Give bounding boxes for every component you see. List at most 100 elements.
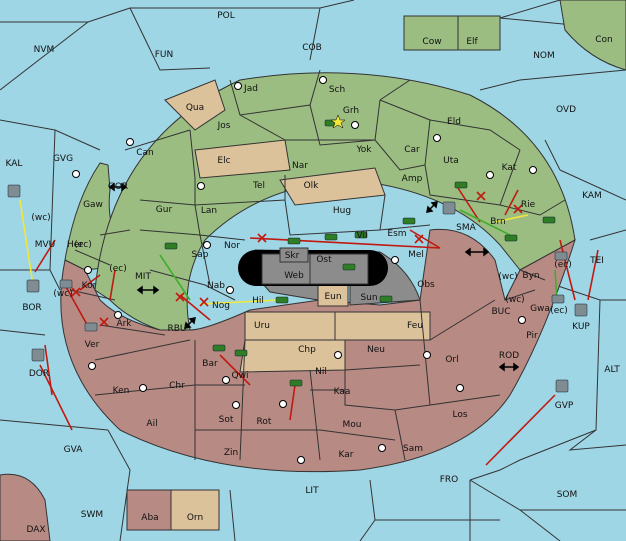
- land-label-kat: Kat: [502, 163, 517, 173]
- orders: [19, 187, 599, 466]
- land-label-obs: Obs: [417, 280, 435, 290]
- sea-label-sma: SMA: [456, 223, 476, 233]
- land-label-hug: Hug: [333, 206, 351, 216]
- coast-tag-wc: (wc): [53, 289, 72, 299]
- sea-label-nom: NOM: [533, 51, 555, 61]
- region-hel[interactable]: [457, 15, 501, 51]
- sea-label-cow: Cow: [422, 37, 441, 47]
- coast-tag-wc: (wc): [505, 295, 524, 305]
- sea-label-kam: KAM: [582, 191, 602, 201]
- land-label-orl: Orl: [445, 355, 458, 365]
- sea-label-elf: Elf: [466, 37, 478, 47]
- land-label-sun: Sun: [360, 293, 377, 303]
- land-label-grh: Grh: [343, 106, 359, 116]
- sea-label-kal: KAL: [6, 159, 23, 169]
- region-elc[interactable]: [194, 139, 291, 179]
- land-label-qwi: Qwi: [232, 371, 249, 381]
- land-label-sap: Sap: [192, 250, 209, 260]
- land-label-feu: Feu: [407, 321, 423, 331]
- sea-label-fun: FUN: [155, 50, 174, 60]
- sea-label-kup: KUP: [572, 322, 590, 332]
- land-label-vil: Vil: [357, 231, 368, 241]
- region-aba[interactable]: [126, 489, 172, 531]
- sea-label-hel: Hel: [0, 0, 7, 3]
- region-orn[interactable]: [170, 489, 220, 531]
- coast-tag-wc: (wc): [498, 272, 517, 282]
- coast-tag-ec: (ec): [550, 306, 568, 316]
- region-skr[interactable]: [279, 247, 309, 263]
- land-label-eld: Eld: [447, 117, 461, 127]
- land-label-hil: Hil: [252, 296, 264, 306]
- sea-label-rbu: RBU: [167, 324, 186, 334]
- region-chp[interactable]: [239, 339, 346, 373]
- units: [7, 119, 588, 393]
- land-label-car: Car: [404, 145, 420, 155]
- land-label-gaw: Gaw: [83, 200, 103, 210]
- land-label-skr: Skr: [285, 251, 300, 261]
- land-label-sot: Sot: [219, 415, 234, 425]
- coast-tag-wc: (wc): [31, 213, 50, 223]
- sea-label-gva: GVA: [64, 445, 84, 455]
- sea-label-buc: BUC: [491, 307, 510, 317]
- ring-green: [94, 72, 576, 331]
- sea-label-pol: POL: [217, 11, 235, 21]
- land-label-bar: Bar: [202, 359, 218, 369]
- sea-label-som: SOM: [557, 490, 578, 500]
- land-label-kor: Kor: [82, 281, 97, 291]
- land-label-brn: Brn: [490, 217, 505, 227]
- land-label-mou: Mou: [343, 420, 362, 430]
- land-label-tel: Tel: [252, 181, 265, 191]
- land-label-web: Web: [284, 271, 304, 281]
- sea-label-tei: TEI: [589, 256, 604, 266]
- land-label-rie: Rie: [521, 200, 536, 210]
- region-elf[interactable]: [403, 15, 459, 51]
- region-qua[interactable]: [164, 79, 226, 131]
- region-cow[interactable]: [0, 473, 51, 541]
- sea-label-con: Con: [595, 35, 613, 45]
- supply-centers: [72, 76, 537, 464]
- land-label-jad: Jad: [243, 84, 258, 94]
- land-label-gwa: Gwa: [530, 304, 550, 314]
- land-label-nar: Nar: [292, 161, 308, 171]
- land-label-lan: Lan: [201, 206, 217, 216]
- coast-tags: (ec) (wc) (ec) (wc) (ec) (wc) (ec) (wc): [31, 213, 571, 316]
- coast-tag-ec: (ec): [554, 260, 572, 270]
- sea-label-lit: LIT: [305, 486, 319, 496]
- sea-label-dax: DAX: [26, 525, 45, 535]
- capital-star-icon: [330, 114, 346, 129]
- land-label-byn: Byn: [522, 271, 539, 281]
- land-label-uta: Uta: [443, 156, 459, 166]
- coast-tag-ec: (ec): [109, 264, 127, 274]
- land-label-chr: Chr: [169, 381, 185, 391]
- sea-label-rod: ROD: [499, 351, 519, 361]
- land-label-can: Can: [136, 148, 154, 158]
- land-label-uru: Uru: [254, 321, 270, 331]
- land-label-her: Her: [67, 240, 83, 250]
- sea-label-gor: GOR: [108, 182, 128, 192]
- land-label-eun: Eun: [324, 292, 341, 302]
- sea-label-gvg: GVG: [53, 154, 73, 164]
- land-label-ken: Ken: [113, 386, 130, 396]
- land-label-rot: Rot: [257, 417, 272, 427]
- land-label-ark: Ark: [116, 319, 132, 329]
- land-label-neu: Neu: [367, 345, 385, 355]
- region-ost[interactable]: [309, 253, 369, 285]
- sea-label-bor: BOR: [22, 303, 41, 313]
- land-label-nil: Nil: [315, 367, 327, 377]
- sea-label-alt: ALT: [604, 365, 620, 375]
- land-label-sam: Sam: [403, 444, 423, 454]
- land-label-kar: Kar: [339, 450, 354, 460]
- land-label-pir: Pir: [526, 331, 538, 341]
- land-label-zin: Zin: [224, 448, 238, 458]
- land-label-yok: Yok: [355, 145, 372, 155]
- coast-tag-ec: (ec): [74, 240, 92, 250]
- sea-label-mvu: MVU: [35, 240, 56, 250]
- sea-label-gvp: GVP: [555, 401, 574, 411]
- land-label-kaa: Kaa: [334, 387, 351, 397]
- sea-label-ovd: OVD: [556, 105, 576, 115]
- sea-label-cob: COB: [302, 43, 322, 53]
- land-label-ail: Ail: [146, 419, 157, 429]
